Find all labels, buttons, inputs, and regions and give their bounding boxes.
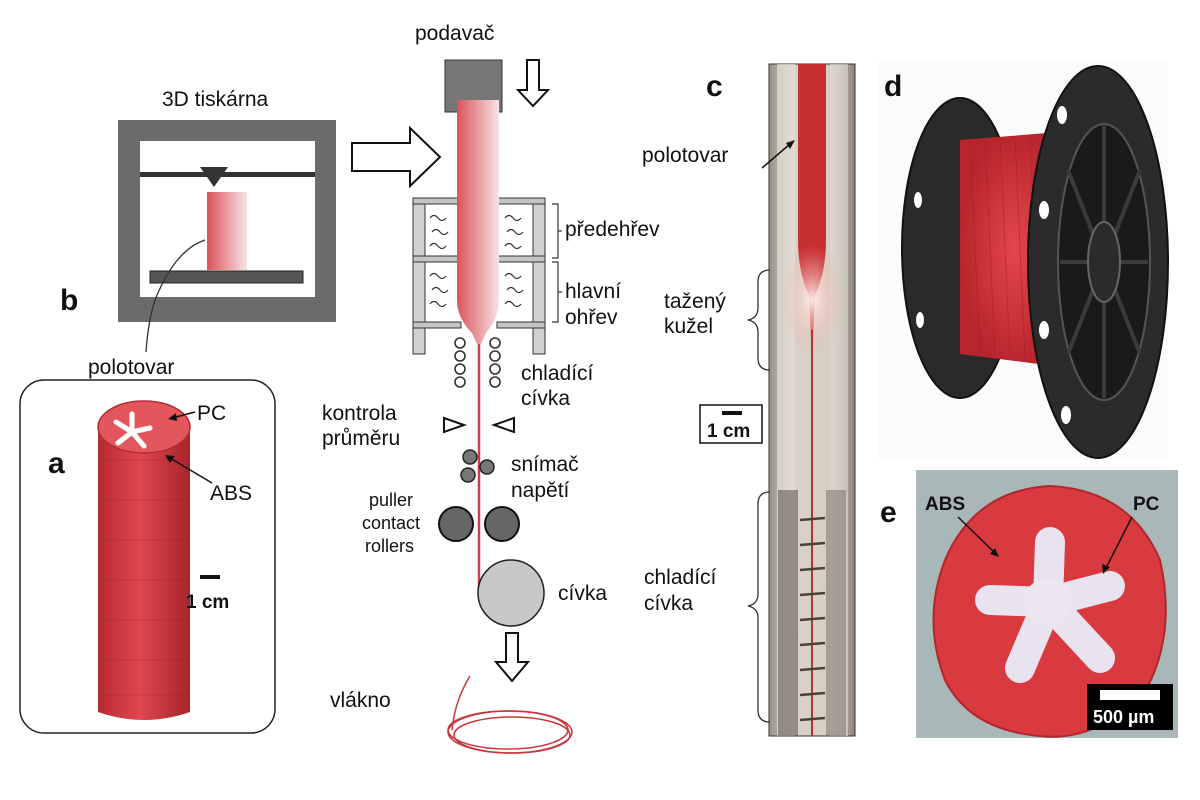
preheat-bracket xyxy=(552,203,559,259)
panel-e-pc-pointer xyxy=(1105,516,1133,569)
output-down-arrow-icon xyxy=(493,632,531,683)
panel-e: ABS PC 500 µm xyxy=(916,470,1178,738)
pc-pointer-head-icon xyxy=(168,413,177,421)
panel-e-scale-label: 500 µm xyxy=(1093,707,1154,727)
cooling-label-1: chladící xyxy=(521,362,594,385)
panel-a-pc-label: PC xyxy=(197,402,226,425)
puller-roller-left xyxy=(438,506,474,542)
cooling-coil-icon xyxy=(454,337,501,388)
tension-label-1: snímač xyxy=(511,453,579,476)
preform-rod xyxy=(98,427,190,720)
preform-leader-line xyxy=(145,239,206,353)
tower-preform xyxy=(457,100,499,344)
puller-label-2: contact xyxy=(362,513,420,533)
cooling-label-2: cívka xyxy=(521,387,570,410)
panel-c-scale-label: 1 cm xyxy=(707,421,750,442)
furnace-left-wall xyxy=(412,197,426,355)
tension-label-2: napětí xyxy=(511,479,570,502)
main-heat-bracket xyxy=(552,261,559,323)
preheat-label: předehřev xyxy=(565,218,660,241)
printer-gantry xyxy=(140,172,315,177)
feeder-label: podavač xyxy=(415,22,494,45)
panel-label-b: b xyxy=(60,284,78,317)
abs-pointer-line xyxy=(169,457,213,484)
heater-coils-icon xyxy=(429,214,524,308)
printer-preform-label: polotovar xyxy=(88,356,174,379)
panel-label-a: a xyxy=(48,447,65,480)
puller-label-1: puller xyxy=(369,490,413,510)
panel-c-cone-label-2: kužel xyxy=(664,315,713,338)
panel-label-d: d xyxy=(884,70,902,103)
diameter-sensor-left-icon xyxy=(443,416,468,434)
cooling-bracket xyxy=(747,491,771,723)
draw-tower-schematic: podavač xyxy=(322,22,660,754)
panel-c-preform-pointer xyxy=(761,143,791,169)
printed-preform xyxy=(207,192,247,270)
pc-star-core xyxy=(113,411,153,449)
diameter-sensor-right-icon xyxy=(490,416,515,434)
panel-e-abs-pointer xyxy=(957,516,996,554)
fiber-label: vlákno xyxy=(330,689,391,712)
photo-hot-glow xyxy=(782,245,842,355)
diameter-label-1: kontrola xyxy=(322,402,397,425)
print-bed xyxy=(149,270,304,284)
puller-label-3: rollers xyxy=(365,536,414,556)
spool-hub xyxy=(1087,221,1121,303)
transfer-arrow-icon xyxy=(351,125,442,189)
flange-holes xyxy=(914,106,1071,424)
panel-e-abs-label: ABS xyxy=(925,494,965,515)
panel-a-scale-label: 1 cm xyxy=(186,592,229,613)
furnace-right-wall xyxy=(532,197,546,355)
printer-illustration: 3D tiskárna polotovar xyxy=(88,88,336,379)
panel-c: polotovar tažený kužel 1 cm chladící cív… xyxy=(642,63,856,737)
photo-cooling-coil xyxy=(799,516,826,722)
panel-label-c: c xyxy=(706,70,723,103)
main-heat-label-1: hlavní xyxy=(565,280,621,303)
panel-c-cooling-label-2: cívka xyxy=(644,592,693,615)
panel-c-scale-bar xyxy=(722,411,742,415)
panel-c-cone-label-1: tažený xyxy=(664,290,726,313)
take-up-spool xyxy=(477,559,545,627)
diameter-label-2: průměru xyxy=(322,427,400,450)
panel-label-e: e xyxy=(880,496,897,529)
fiber-coil xyxy=(447,675,573,754)
panel-c-preform-label: polotovar xyxy=(642,144,728,167)
panel-a: PC ABS 1 cm xyxy=(19,379,276,734)
print-nozzle-icon xyxy=(200,167,228,187)
panel-a-abs-label: ABS xyxy=(210,482,252,505)
panel-e-pc-label: PC xyxy=(1133,494,1160,515)
abs-pointer-head-icon xyxy=(165,455,175,463)
rod-print-layers xyxy=(99,459,189,696)
cone-bracket xyxy=(747,269,771,371)
puller-roller-right xyxy=(484,506,520,542)
tension-roller-icon xyxy=(462,449,478,465)
panel-e-scale-bar xyxy=(1100,690,1160,700)
panel-a-scale-bar xyxy=(200,575,220,579)
feed-down-arrow-icon xyxy=(515,59,551,108)
panel-c-cooling-label-1: chladící xyxy=(644,566,717,589)
printer-title: 3D tiskárna xyxy=(162,88,269,111)
main-heat-label-2: ohřev xyxy=(565,306,618,329)
panel-d xyxy=(878,62,1169,460)
spool-label: cívka xyxy=(558,582,607,605)
